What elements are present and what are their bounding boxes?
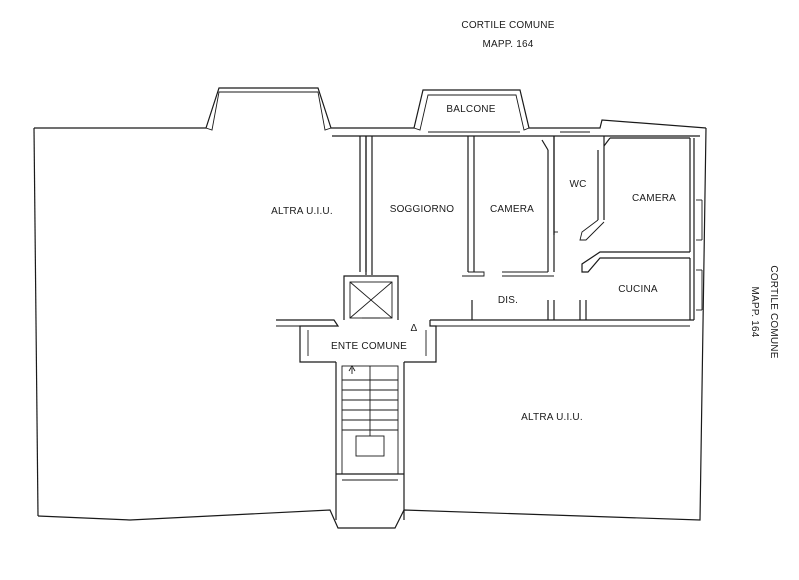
room-dis-walls [430, 300, 694, 327]
label-altra-uiu-left: ALTRA U.I.U. [271, 206, 333, 217]
label-cucina: CUCINA [618, 284, 658, 295]
label-altra-uiu-right: ALTRA U.I.U. [521, 412, 583, 423]
label-camera-1: CAMERA [490, 204, 534, 215]
courtyard-top-line-2: MAPP. 164 [482, 39, 533, 50]
courtyard-top-line-1: CORTILE COMUNE [461, 20, 554, 31]
courtyard-right-line-2: MAPP. 164 [749, 286, 760, 337]
room-wc-walls [553, 136, 605, 241]
staircase [335, 362, 405, 520]
label-wc: WC [569, 179, 586, 190]
label-camera-2: CAMERA [632, 193, 676, 204]
label-soggiorno: SOGGIORNO [390, 204, 455, 215]
room-camera-2-walls [603, 137, 703, 320]
marker-triangle: Δ [411, 323, 418, 334]
label-balcone: BALCONE [446, 104, 495, 115]
ente-comune-landing [276, 319, 437, 363]
courtyard-right-line-1: CORTILE COMUNE [768, 265, 779, 358]
top-inner-wall [332, 131, 700, 137]
party-wall-left [359, 136, 367, 272]
labels: CORTILE COMUNE MAPP. 164 BALCONE ALTRA U… [271, 20, 779, 423]
label-dis: DIS. [498, 295, 518, 306]
room-cucina-walls [581, 251, 691, 320]
label-ente-comune: ENTE COMUNE [331, 341, 407, 352]
lift-shaft [343, 275, 399, 320]
building-outline [33, 87, 707, 529]
